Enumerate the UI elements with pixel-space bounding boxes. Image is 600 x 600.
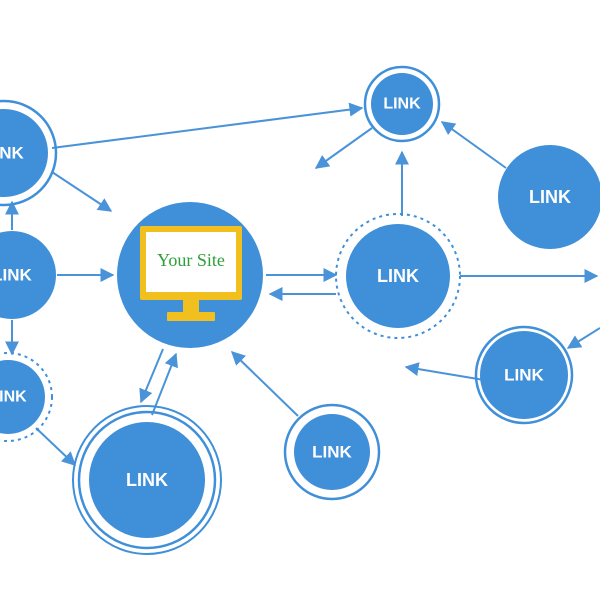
node-label-hub-right: LINK (377, 266, 419, 286)
arrow-top-left-to-top-center (51, 102, 364, 149)
arrow-top-left-to-center (51, 171, 113, 212)
node-ring-top-left (0, 99, 58, 207)
edges-layer (4, 102, 600, 466)
arrow-top-right-to-top-center (440, 121, 507, 169)
link-node-bottom-left[interactable]: LINK (0, 352, 53, 442)
arrow-mid-right-to-mid-right-out (404, 362, 485, 381)
monitor-screen (146, 232, 236, 292)
node-circle-top-left (0, 109, 48, 197)
link-node-bottom-large[interactable]: LINK (72, 405, 222, 555)
node-outer-ring-bottom-large (72, 405, 222, 555)
node-label-bottom-left: LINK (0, 389, 27, 406)
node-ring-hub-right (335, 213, 461, 339)
node-ring-bottom-left (0, 352, 53, 442)
node-circle-hub-right (346, 224, 450, 328)
monitor-stand-neck (183, 300, 199, 312)
arrow-right-edge-in-to-mid-right (566, 327, 600, 349)
arrow-bottom-center-to-center (230, 351, 299, 417)
node-circle-bottom-left (0, 360, 45, 434)
monitor-stand-base (167, 312, 215, 321)
link-node-hub-right[interactable]: LINK (335, 213, 461, 339)
computer-monitor-icon (140, 226, 242, 321)
arrow-bottom-left-to-bottom-large (35, 427, 77, 466)
node-circle-top-right (498, 145, 600, 249)
node-label-mid-right: LINK (504, 366, 544, 385)
node-ring-top-center (363, 65, 441, 143)
node-circle-bottom-large (89, 422, 205, 538)
link-node-bottom-center[interactable]: LINK (283, 403, 381, 501)
node-circle-mid-right (480, 331, 568, 419)
node-circle-top-center (371, 73, 433, 135)
node-circle-left-middle (0, 231, 56, 319)
arrow-center-to-bottom-large (139, 348, 164, 404)
node-ring-bottom-large (77, 410, 217, 550)
arrow-bottom-large-to-center (151, 352, 178, 416)
node-label-top-left: LINK (0, 144, 25, 163)
your-site-label: Your Site (157, 250, 225, 270)
arrow-top-center-to-top-center-out (314, 127, 373, 169)
node-label-top-right: LINK (529, 187, 571, 207)
node-ring-mid-right (474, 325, 574, 425)
node-label-bottom-large: LINK (126, 470, 168, 490)
node-label-left-middle: LINK (0, 266, 33, 285)
your-site-node[interactable]: Your Site (117, 202, 263, 348)
link-node-top-center[interactable]: LINK (363, 65, 441, 143)
node-ring-bottom-center (283, 403, 381, 501)
link-node-mid-right[interactable]: LINK (474, 325, 574, 425)
link-node-top-right[interactable]: LINK (498, 145, 600, 249)
link-node-left-middle[interactable]: LINK (0, 231, 56, 319)
node-label-top-center: LINK (383, 96, 421, 113)
node-label-bottom-center: LINK (312, 443, 352, 462)
link-node-top-left[interactable]: LINK (0, 99, 58, 207)
node-circle-bottom-center (294, 414, 370, 490)
link-nodes-layer: LINK LINK LINK LINK LINK LINK LINK LINK LINK (0, 65, 600, 555)
